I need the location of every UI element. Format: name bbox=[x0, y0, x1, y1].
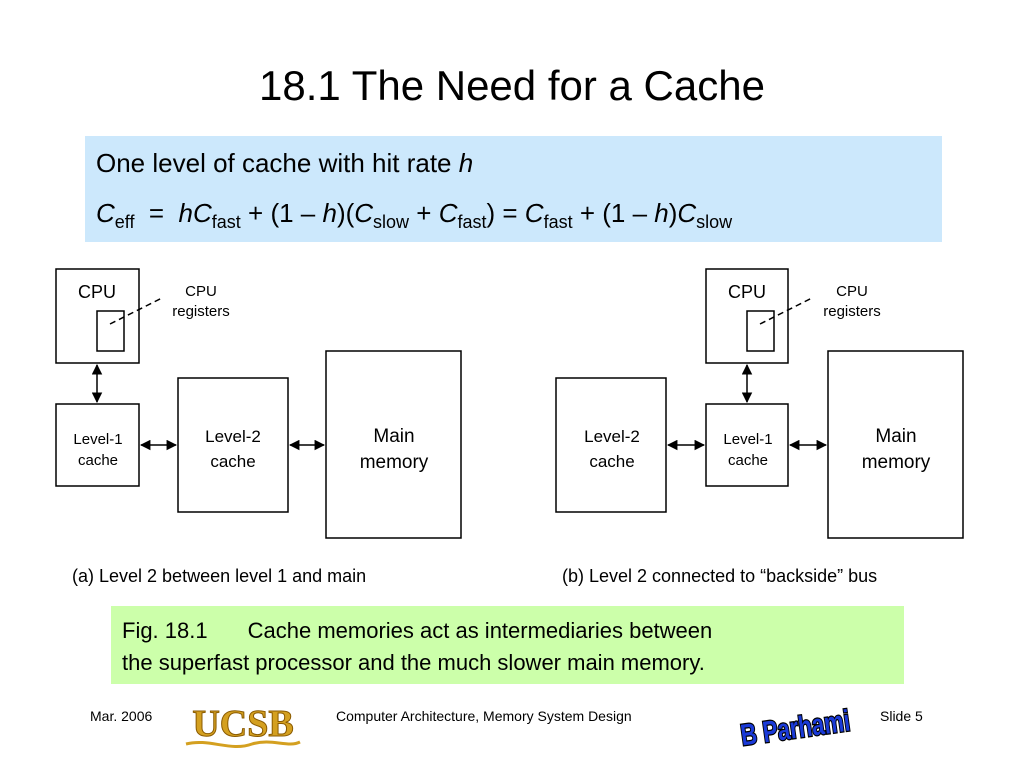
formula-term: ) = bbox=[486, 198, 525, 228]
level2-box-b bbox=[555, 377, 667, 513]
formula-box: One level of cache with hit rate h Ceff … bbox=[85, 136, 942, 242]
formula-sub: fast bbox=[543, 212, 573, 232]
main-memory-box-a bbox=[325, 350, 462, 539]
level1-label-a: cache bbox=[78, 452, 118, 469]
main-memory-label-b: memory bbox=[862, 452, 931, 473]
caption-a: (a) Level 2 between level 1 and main bbox=[72, 566, 367, 586]
figure-label: Fig. 18.1 bbox=[122, 618, 208, 643]
formula-term: C bbox=[677, 198, 697, 228]
formula-term: hC bbox=[178, 198, 212, 228]
register-box-a bbox=[96, 310, 125, 352]
formula-term: C bbox=[354, 198, 374, 228]
level2-label-a: cache bbox=[210, 452, 255, 471]
author-logo: B Parhami bbox=[737, 703, 853, 753]
cpu-box-a bbox=[55, 268, 140, 364]
main-memory-label-b: Main bbox=[875, 426, 916, 447]
registers-label-a: registers bbox=[172, 303, 230, 320]
formula-term: + bbox=[409, 198, 439, 228]
formula-sub: slow bbox=[373, 212, 410, 232]
formula-sub: eff bbox=[114, 212, 135, 232]
slide-title: 18.1 The Need for a Cache bbox=[259, 62, 765, 109]
cache-diagrams: CPU CPU registers Level-1 cache Level-2 … bbox=[55, 268, 964, 539]
formula-intro: One level of cache with hit rate h bbox=[96, 148, 473, 179]
formula-term: )( bbox=[336, 198, 355, 228]
register-box-b bbox=[746, 310, 775, 352]
formula-intro-var: h bbox=[458, 148, 474, 178]
level1-label-b: cache bbox=[728, 452, 768, 469]
level1-label-b: Level-1 bbox=[723, 431, 772, 448]
level2-label-b: Level-2 bbox=[584, 427, 640, 446]
formula-term: + (1 – bbox=[240, 198, 323, 228]
formula-term: C bbox=[524, 198, 544, 228]
ucsb-logo: UCSB bbox=[185, 703, 301, 749]
figure-caption-line1: Fig. 18.1 Cache memories act as intermedi… bbox=[122, 618, 712, 644]
ucsb-logo-wave bbox=[185, 740, 301, 749]
main-memory-box-b bbox=[827, 350, 964, 539]
formula-term: h bbox=[654, 198, 669, 228]
author-logo-text: B Parhami bbox=[739, 704, 853, 752]
cpu-label-b: CPU bbox=[728, 282, 766, 302]
level2-label-b: cache bbox=[589, 452, 634, 471]
level1-box-a bbox=[55, 403, 140, 487]
formula-term: = bbox=[134, 198, 179, 228]
figure-caption-box: Fig. 18.1 Cache memories act as intermedi… bbox=[111, 606, 904, 684]
ucsb-logo-text: UCSB bbox=[192, 703, 293, 745]
caption-b: (b) Level 2 connected to “backside” bus bbox=[562, 566, 878, 586]
formula-term: h bbox=[322, 198, 337, 228]
cpu-label-a: CPU bbox=[78, 282, 116, 302]
registers-label-b: registers bbox=[823, 303, 881, 320]
level2-box-a bbox=[177, 377, 289, 513]
cpu-box-b bbox=[705, 268, 789, 364]
level2-label-a: Level-2 bbox=[205, 427, 261, 446]
main-memory-label-a: memory bbox=[360, 452, 429, 473]
level1-label-a: Level-1 bbox=[73, 431, 122, 448]
level1-box-b bbox=[705, 403, 789, 487]
registers-label-b: CPU bbox=[836, 283, 868, 300]
footer-course: Computer Architecture, Memory System Des… bbox=[336, 708, 632, 724]
footer-date: Mar. 2006 bbox=[90, 708, 153, 724]
formula-equation: Ceff = hCfast + (1 – h)(Cslow + Cfast) =… bbox=[96, 198, 732, 233]
formula-sub: fast bbox=[211, 212, 241, 232]
formula-sub: slow bbox=[696, 212, 733, 232]
figure-caption-text: Cache memories act as intermediaries bet… bbox=[247, 618, 713, 643]
formula-term: C bbox=[96, 198, 115, 228]
formula-intro-text: One level of cache with hit rate bbox=[96, 148, 459, 178]
registers-label-a: CPU bbox=[185, 283, 217, 300]
formula-sub: fast bbox=[457, 212, 487, 232]
formula-term: + (1 – bbox=[572, 198, 655, 228]
formula-term: ) bbox=[668, 198, 678, 228]
footer-slide-number: Slide 5 bbox=[880, 708, 923, 724]
figure-caption-line2: the superfast processor and the much slo… bbox=[122, 650, 705, 675]
main-memory-label-a: Main bbox=[373, 426, 414, 447]
formula-term: C bbox=[438, 198, 458, 228]
